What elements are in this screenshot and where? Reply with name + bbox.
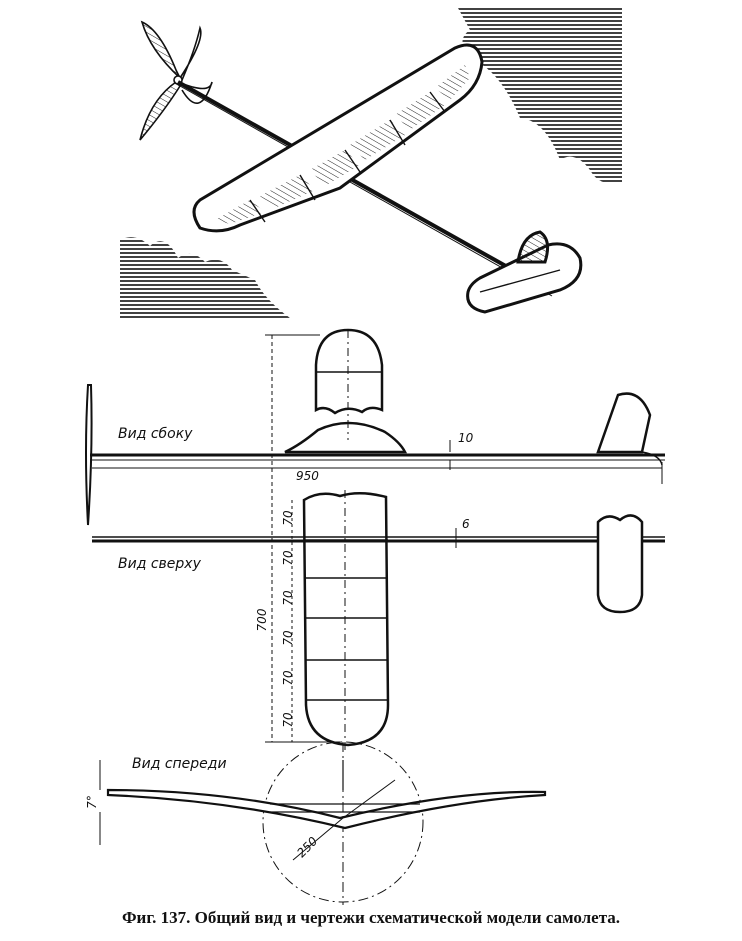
rib-spacing-label: 70 <box>281 630 295 646</box>
top-view <box>92 514 665 614</box>
rib-spacing-label: 70 <box>281 712 295 728</box>
tail-assembly <box>466 230 583 314</box>
fuselage-side-dimension: 10 <box>458 431 474 445</box>
propeller <box>139 20 213 141</box>
rib-spacing-label: 70 <box>281 590 295 606</box>
dihedral-dimension: 7° <box>85 795 99 809</box>
length-dimension: 950 <box>296 469 319 483</box>
span-dimension: 700 <box>255 608 269 631</box>
side-view-label: Вид сбоку <box>118 426 193 442</box>
main-wing <box>192 43 484 233</box>
figure-caption: Фиг. 137. Общий вид и чертежи схематичес… <box>121 908 621 927</box>
fuselage-stick <box>177 80 553 294</box>
rib-spacing-label: 70 <box>281 670 295 686</box>
rib-spacing-label: 70 <box>281 510 295 526</box>
top-view-wing <box>265 328 390 750</box>
front-view <box>99 741 547 905</box>
side-view <box>85 384 665 526</box>
rib-spacing-label: 70 <box>281 550 295 566</box>
rib-spacing-labels: 70 70 70 70 70 70 <box>281 510 295 728</box>
cloud-bottom-left <box>120 237 290 318</box>
cloud-top-right <box>458 8 622 184</box>
perspective-illustration <box>120 8 622 318</box>
top-view-label: Вид сверху <box>118 556 202 572</box>
fuselage-top-dimension: 6 <box>462 517 470 531</box>
front-view-label: Вид спереди <box>132 756 227 772</box>
